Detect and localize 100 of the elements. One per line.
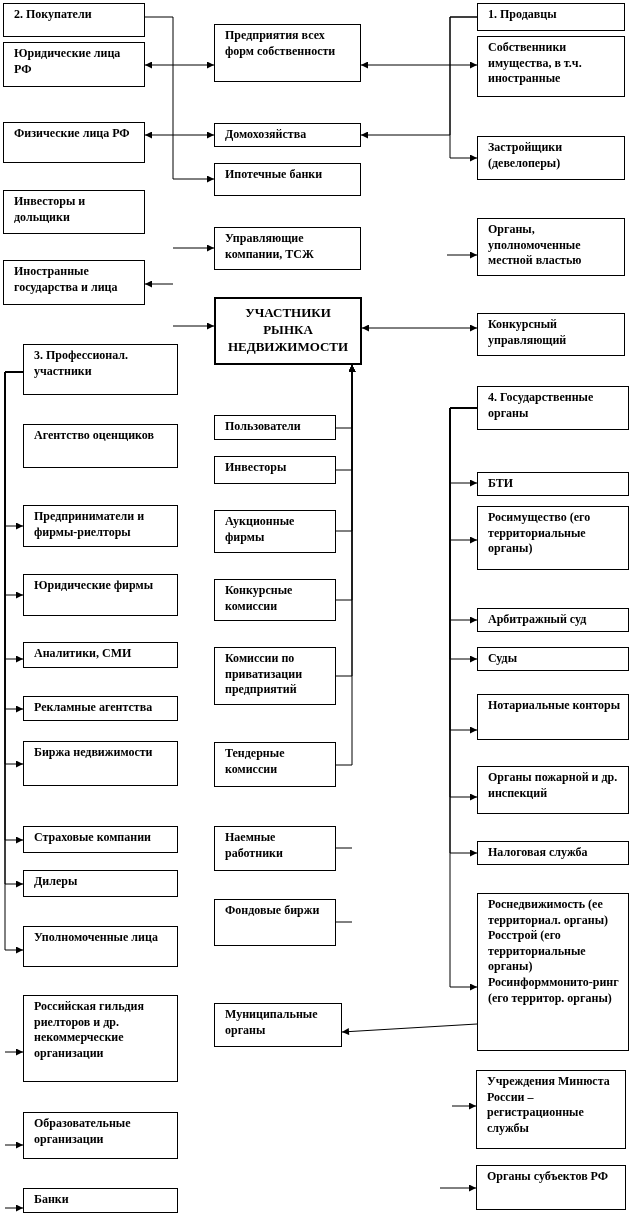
participant-box [23, 926, 178, 967]
box-text: Налоговая служба [488, 845, 589, 861]
participant-box [23, 424, 178, 468]
participant-box [23, 741, 178, 786]
participant-box [23, 1188, 178, 1213]
box-text: Органы пожарной и др. инспекций [488, 770, 619, 802]
participant-box [476, 1070, 626, 1149]
box-text: Комиссии по приватизации предприятий [225, 651, 304, 698]
box-text: Инвесторы [225, 460, 288, 476]
participant-box [214, 163, 361, 196]
arrow [4, 1048, 24, 1056]
connector-line [335, 847, 353, 849]
box-text: Юридические лица РФ [14, 46, 122, 78]
participant-box [476, 1165, 626, 1210]
arrow [4, 1204, 24, 1212]
box-text: Собственники имущества, в т.ч. иностранные [488, 40, 583, 87]
box-text: Пользователи [225, 419, 302, 435]
box-text: Агентство оценщиков [34, 428, 155, 444]
box-text: Биржа недвижимости [34, 745, 154, 761]
box-text: Арбитражный суд [488, 612, 588, 628]
participant-box [477, 841, 629, 865]
box-text: Тендерные комиссии [225, 746, 286, 778]
participant-box [214, 826, 336, 871]
box-text: Учреждения Минюста России – регистрационные службы [487, 1074, 611, 1137]
box-text: Управляющие компании, ТСЖ [225, 231, 315, 263]
arrow [144, 280, 174, 288]
participant-box [477, 136, 625, 180]
box-text: Органы субъектов РФ [487, 1169, 610, 1185]
box-text: Конкурсные комиссии [225, 583, 294, 615]
participant-box [214, 1003, 342, 1047]
participant-box [477, 386, 629, 430]
arrow [451, 1102, 477, 1110]
box-text: УЧАСТНИКИ РЫНКА НЕДВИЖИМОСТИ [226, 305, 350, 356]
connector-line [335, 921, 353, 923]
participant-box [214, 123, 361, 147]
participant-box [477, 766, 629, 814]
box-text: 2. Покупатели [14, 7, 93, 23]
participant-box [214, 415, 336, 440]
participant-box [23, 870, 178, 897]
box-text: Иностранные государства и лица [14, 264, 119, 296]
central-box [214, 297, 362, 365]
box-text: 4. Государственные органы [488, 390, 595, 422]
box-text: Росимущество (его территориальные органы) [488, 510, 592, 557]
box-text: Образовательные организации [34, 1116, 132, 1148]
arrow [144, 61, 215, 69]
participant-box [3, 42, 145, 87]
arrow [449, 407, 478, 991]
participant-box [3, 190, 145, 234]
box-text: Уполномоченные лица [34, 930, 159, 946]
box-text: Росстрой (его территориальные органы) [488, 928, 587, 975]
participant-box [214, 24, 361, 82]
box-text: 3. Профессионал. участники [34, 348, 130, 380]
box-text: Российская гильдия риелторов и др. некоммерческие организации [34, 999, 145, 1062]
box-text: Аукционные фирмы [225, 514, 296, 546]
box-text: Органы, уполномоченные местной властью [488, 222, 583, 269]
box-text: 1. Продавцы [488, 7, 558, 23]
participant-box [214, 899, 336, 946]
arrow [439, 1184, 477, 1192]
box-text: Домохозяйства [225, 127, 308, 143]
arrow [172, 322, 215, 330]
box-text: Застройщики (девелоперы) [488, 140, 564, 172]
arrow [341, 1023, 478, 1036]
participant-box [214, 227, 361, 270]
arrow [4, 1141, 24, 1149]
participant-box [23, 696, 178, 721]
participant-box [3, 260, 145, 305]
box-text: Наемные работники [225, 830, 284, 862]
participant-box [23, 826, 178, 853]
box-text: Аналитики, СМИ [34, 646, 133, 662]
box-text: Инвесторы и дольщики [14, 194, 87, 226]
participant-box [477, 472, 629, 496]
participant-box [477, 893, 629, 1051]
participant-box [3, 3, 145, 37]
participant-box [214, 647, 336, 705]
arrow [449, 16, 478, 162]
box-text: Ипотечные банки [225, 167, 324, 183]
participant-box [3, 122, 145, 163]
participant-box [23, 995, 178, 1082]
participant-box [23, 344, 178, 395]
participant-box [477, 694, 629, 740]
participant-box [477, 313, 625, 356]
arrow [144, 131, 215, 139]
participant-box [477, 506, 629, 570]
box-text: Суды [488, 651, 519, 667]
box-text: БТИ [488, 476, 515, 492]
arrow [172, 244, 215, 252]
box-text: Конкурсный управляющий [488, 317, 568, 349]
box-text: Муниципальные органы [225, 1007, 319, 1039]
participant-box [23, 505, 178, 547]
box-text: Росинформмонито-ринг (его территор. органы) [488, 974, 620, 1007]
box-text: Юридические фирмы [34, 578, 155, 594]
box-text: Фондовые биржи [225, 903, 321, 919]
arrow [446, 251, 478, 259]
box-text: Нотариальные конторы [488, 698, 622, 714]
arrow [361, 324, 478, 332]
participant-box [214, 579, 336, 621]
participant-box [477, 36, 625, 97]
participant-box [477, 608, 629, 632]
box-text: Страховые компании [34, 830, 152, 846]
participant-box [23, 1112, 178, 1159]
